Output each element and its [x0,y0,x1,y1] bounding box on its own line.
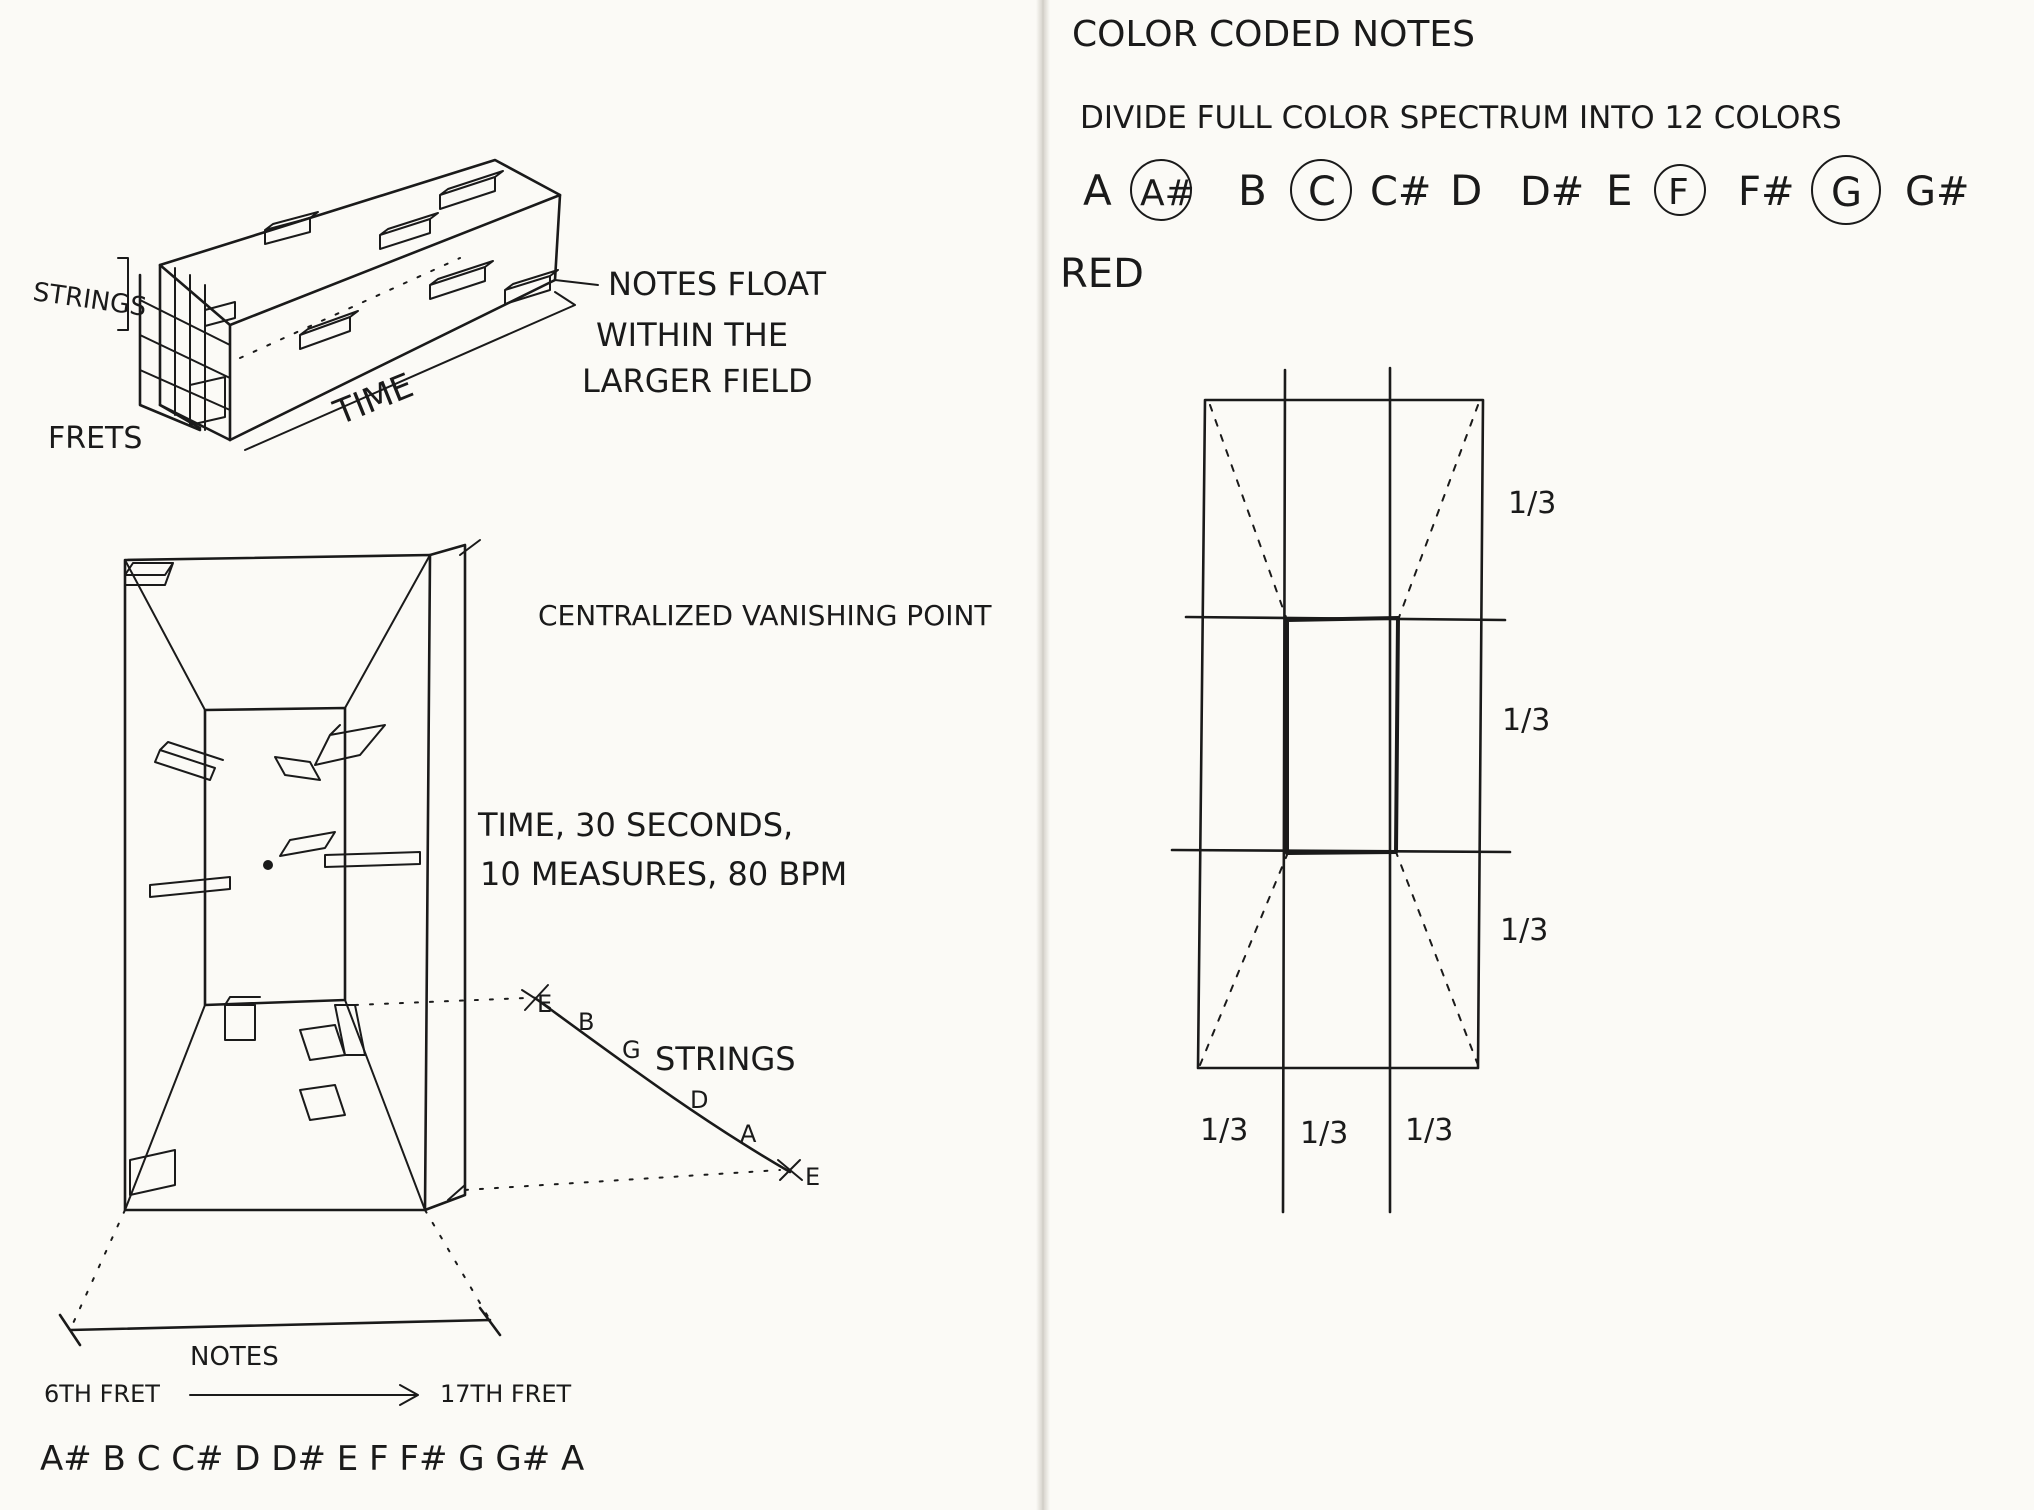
fret-start-label: 6TH FRET [44,1380,160,1408]
string-letter-e-high: E [537,990,552,1018]
fraction-right-top: 1/3 [1508,486,1556,521]
time-note-line-2: 10 MEASURES, 80 BPM [480,855,847,893]
grid-outer-frame [1198,400,1483,1068]
grid-lines [1172,368,1510,1212]
color-notes-section: COLOR CODED NOTES DIVIDE FULL COLOR SPEC… [1060,14,1970,297]
notes-label: NOTES [190,1342,279,1372]
vanishing-point-label: CENTRALIZED VANISHING POINT [538,599,992,632]
notes-leader-line [555,280,598,285]
instruction-text: DIVIDE FULL COLOR SPECTRUM INTO 12 COLOR… [1080,100,1842,136]
notes-float-line-1: NOTES FLOAT [608,265,827,303]
svg-text:G#: G# [1905,169,1970,215]
vanishing-point-dot [263,860,273,870]
strings-label: STRINGS [655,1040,796,1078]
note-row: A A# B C C# D D# E F F# G G# [1083,156,1970,224]
fraction-right-bottom: 1/3 [1500,913,1548,948]
svg-text:D#: D# [1520,169,1584,215]
svg-text:F: F [1668,172,1689,213]
svg-text:D: D [1450,166,1482,215]
strings-top-guide [355,998,525,1005]
center-cell [1287,618,1398,853]
perspective-note-blocks [125,563,420,1195]
time-arrow-line [245,292,575,450]
frets-label: FRETS [48,421,142,456]
svg-text:E: E [1606,166,1633,215]
string-letter-e-low: E [805,1163,820,1191]
note-b: B [1238,166,1267,215]
fraction-bottom-left: 1/3 [1200,1113,1248,1148]
notes-span-line [60,1308,500,1345]
note-a: A [1083,166,1112,215]
notes-float-line-2: WITHIN THE [596,316,788,354]
svg-text:C: C [1308,169,1336,215]
thirds-grid-diagram: 1/3 1/3 1/3 1/3 1/3 1/3 [1172,368,1556,1212]
string-letter-g: G [622,1036,641,1064]
svg-text:C#: C# [1370,169,1431,215]
notes-float-line-3: LARGER FIELD [582,362,813,400]
strings-label: STRINGS [31,277,148,323]
strings-bottom-guide [465,1170,780,1190]
note-sequence: A# B C C# D D# E F F# G G# A [40,1439,584,1479]
page-title: COLOR CODED NOTES [1072,14,1475,55]
perspective-guides [1200,405,1478,1065]
note-c: C [1291,160,1351,220]
perspective-frame [125,545,465,1210]
note-d-sharp: D# [1520,169,1584,215]
perspective-diagram: CENTRALIZED VANISHING POINT TIME, 30 SEC… [40,540,992,1479]
fraction-bottom-right: 1/3 [1405,1113,1453,1148]
block-diagram: STRINGS FRETS TIME NOTES FLOAT WITHIN TH… [31,160,826,456]
note-g-sharp: G# [1905,169,1970,215]
fret-range-arrow [190,1385,418,1405]
fret-end-label: 17TH FRET [440,1380,572,1408]
note-f-sharp: F# [1738,169,1795,215]
fraction-right-middle: 1/3 [1502,703,1550,738]
note-c-sharp: C# [1370,169,1431,215]
fraction-bottom-middle: 1/3 [1300,1116,1348,1151]
svg-text:G: G [1831,170,1862,216]
string-letter-b: B [578,1008,594,1036]
string-letter-a: A [740,1120,757,1148]
time-note-line-1: TIME, 30 SECONDS, [477,806,793,844]
string-letter-d: D [690,1086,708,1114]
svg-text:A#: A# [1140,173,1195,214]
color-label-red: RED [1060,251,1144,297]
time-label: TIME [327,366,419,434]
note-e: E [1606,166,1633,215]
note-f: F [1655,165,1705,215]
note-a-sharp: A# [1131,160,1195,220]
svg-text:A: A [1083,166,1112,215]
svg-text:B: B [1238,166,1267,215]
note-d: D [1450,166,1482,215]
notes-projection-lines [70,1210,490,1330]
note-g: G [1812,156,1880,224]
svg-text:F#: F# [1738,169,1795,215]
